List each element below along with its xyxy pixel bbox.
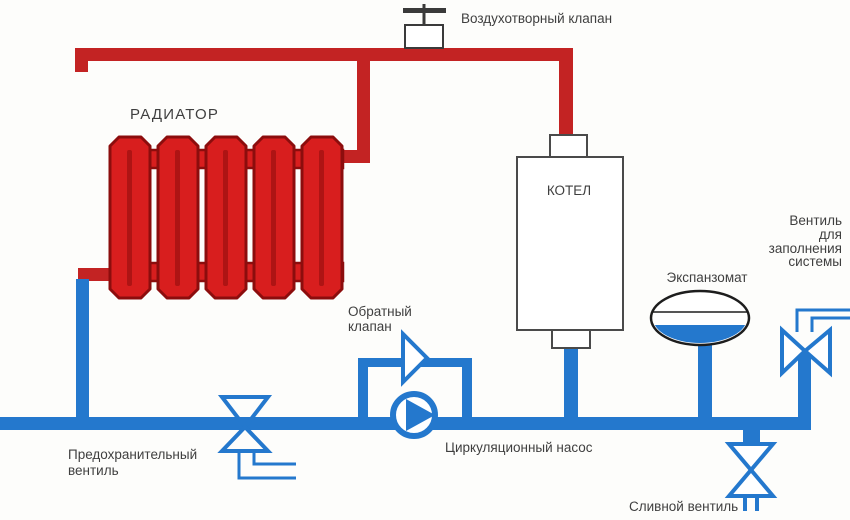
boiler-bottom-port	[551, 328, 591, 349]
pump-impeller-icon	[406, 399, 435, 431]
bypass-left-pipe	[358, 358, 368, 420]
boiler-body	[516, 156, 624, 331]
check-valve-label-line2: клапан	[348, 319, 392, 334]
radiator-section-groove	[319, 150, 324, 286]
radiator-section-groove	[271, 150, 276, 286]
air-valve-handle	[403, 8, 446, 13]
check-valve-icon	[401, 329, 430, 387]
circulation-pump	[390, 391, 438, 439]
safety-valve-drain-line	[237, 451, 296, 480]
radiator-section-groove	[223, 150, 228, 286]
safety-valve-label-line2: вентиль	[68, 463, 119, 478]
fill-valve-icon-left	[780, 325, 808, 378]
drain-valve-icon-top	[724, 442, 778, 474]
air-valve-body	[404, 24, 444, 49]
fill-valve-label-line1: Вентиль	[789, 213, 842, 228]
expansion-tank	[649, 289, 751, 347]
expansion-tank-label: Экспанзомат	[666, 270, 747, 285]
boiler-label: КОТЕЛ	[547, 183, 591, 198]
check-valve-label-line1: Обратный	[348, 304, 412, 319]
safety-valve-drain-line	[252, 451, 296, 466]
hot-riser-to-boiler	[559, 48, 573, 138]
bypass-right-pipe	[462, 358, 472, 420]
boiler-return-drop	[564, 344, 578, 424]
radiator-label: РАДИАТОР	[130, 106, 219, 123]
hot-supply-circuit	[75, 48, 573, 281]
fill-valve-label-line4: системы	[788, 254, 842, 269]
radiator-section-groove	[175, 150, 180, 286]
hot-supply-pipe-top	[75, 48, 573, 61]
air-valve-label: Воздухотворный клапан	[461, 11, 612, 26]
fill-valve-label-line3: заполнения	[769, 241, 842, 256]
fill-valve-label-line2: для	[819, 227, 842, 242]
return-riser-left	[76, 279, 89, 425]
expansion-tank-stem	[698, 340, 712, 424]
pump-label: Циркуляционный насос	[445, 440, 593, 455]
fill-valve-supply-line	[795, 308, 850, 332]
drain-valve-stub	[743, 429, 760, 445]
drain-valve-icon-bottom	[724, 466, 778, 498]
fill-valve-riser	[798, 350, 811, 424]
air-valve	[403, 4, 446, 49]
drain-valve-label: Сливной вентиль	[629, 499, 738, 514]
hot-pipe-left-stub	[75, 48, 88, 72]
drain-valve	[724, 442, 778, 511]
safety-valve-icon-top	[217, 395, 273, 431]
fill-valve-supply-line	[810, 316, 850, 332]
radiator-outlet-stub	[338, 150, 370, 163]
safety-valve	[217, 395, 296, 480]
safety-valve-label-line1: Предохранительный	[68, 447, 197, 462]
boiler-top-port	[549, 134, 588, 159]
hot-riser-from-radiator	[357, 48, 370, 163]
fill-valve	[780, 308, 850, 378]
drain-valve-outlet-ticks	[743, 497, 759, 511]
radiator-return-stub	[78, 268, 116, 281]
boiler	[516, 134, 624, 349]
expansion-tank-water	[654, 325, 746, 343]
fill-valve-icon-right	[801, 325, 832, 378]
radiator	[108, 135, 345, 300]
safety-valve-icon-bottom	[217, 424, 273, 453]
radiator-section-groove	[127, 150, 132, 286]
